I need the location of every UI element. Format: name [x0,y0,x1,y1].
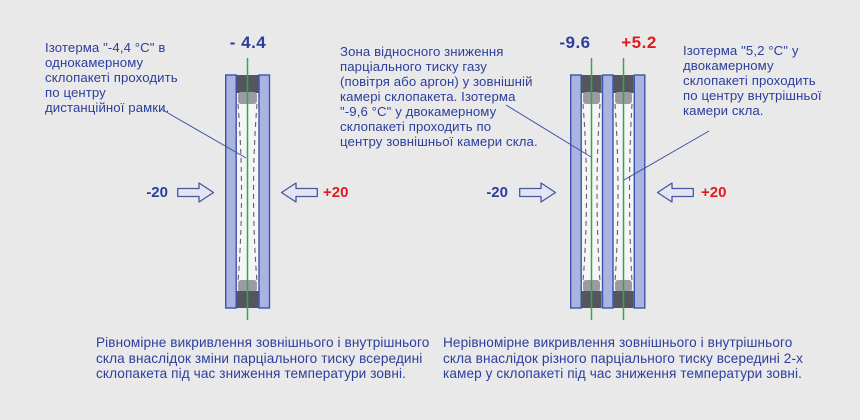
arrow-right-icon [177,182,215,203]
arrow-left-icon [656,182,694,203]
arrow-left-icon [280,182,318,203]
double-unit-outer-isotherm-value: -9.6 [559,33,591,52]
double-unit-outside-temp: -20 [486,184,508,201]
double-unit-inner-isotherm-value: +5.2 [621,33,657,52]
deflection-line [614,103,619,283]
double-unit-caption: Нерівномірне викривлення зовнішнього і в… [443,335,803,382]
single-unit-annotation: Ізотерма "-4,4 °C" в однокамерному склоп… [45,40,178,115]
single-unit-outside-temp: -20 [146,184,168,201]
deflection-line [596,103,601,283]
glass-pane-inner [258,74,271,309]
single-unit-caption: Рівномірне викривлення зовнішнього і вну… [96,335,430,382]
double-unit-outer-chamber-annotation: Зона відносного зниження парціального ти… [340,44,538,149]
single-unit-inside-temp: +20 [323,184,349,201]
double-chamber-unit-diagram [569,58,646,320]
glass-pane-inner [633,74,646,309]
double-unit-inner-chamber-annotation: Ізотерма "5,2 °C" у двокамерному склопак… [683,43,822,118]
glass-pane-middle [601,74,614,309]
deflection-line [252,103,258,283]
single-unit-isotherm-value: - 4.4 [229,33,267,52]
deflection-line [628,103,633,283]
glass-pane-outer [569,74,582,309]
glass-pane-outer [224,74,237,309]
arrow-right-icon [519,182,557,203]
single-chamber-unit-diagram [224,58,271,320]
double-unit-inside-temp: +20 [701,184,727,201]
